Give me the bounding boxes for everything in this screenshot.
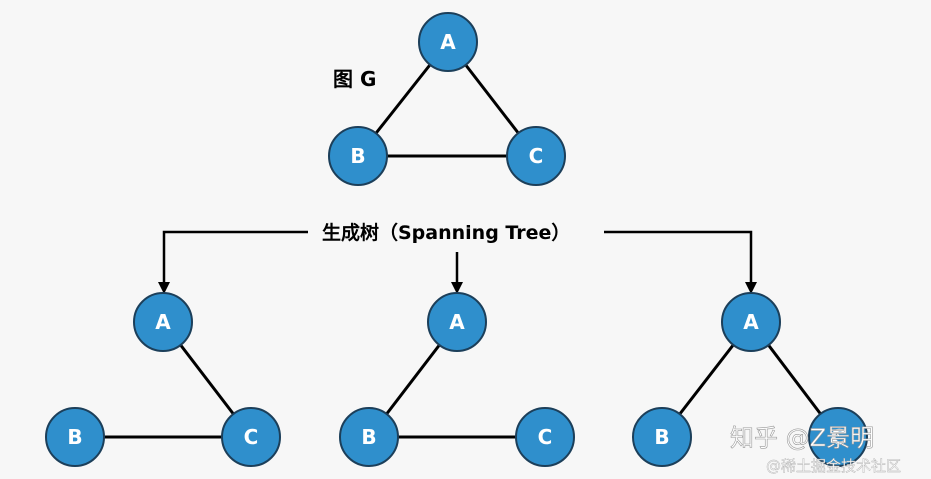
spanning-tree-1: A B C	[45, 292, 281, 467]
watermark-zhihu: 知乎 @Z景明	[730, 424, 874, 452]
tree2-node-a: A	[427, 292, 487, 352]
tree3-node-a: A	[721, 292, 781, 352]
svg-text:B: B	[361, 425, 376, 449]
svg-text:A: A	[155, 310, 171, 334]
tree1-node-a: A	[133, 292, 193, 352]
graph-g-title: 图 G	[333, 67, 376, 91]
tree2-node-b: B	[339, 407, 399, 467]
svg-text:A: A	[449, 310, 465, 334]
svg-text:A: A	[743, 310, 759, 334]
watermark-juejin: @稀土掘金技术社区	[766, 457, 901, 475]
spanning-tree-3: A B C	[632, 292, 868, 467]
svg-text:C: C	[244, 425, 259, 449]
arrowhead-right	[745, 282, 757, 294]
svg-text:C: C	[831, 425, 846, 449]
tree1-node-c: C	[221, 407, 281, 467]
tree2-node-c: C	[515, 407, 575, 467]
arrow-left	[162, 230, 308, 284]
node-c: C	[506, 126, 566, 186]
svg-text:C: C	[538, 425, 553, 449]
spanning-tree-2: A B C	[339, 292, 575, 467]
svg-text:A: A	[440, 30, 456, 54]
spanning-tree-caption: 生成树（Spanning Tree）	[322, 221, 570, 244]
node-b: B	[328, 126, 388, 186]
tree1-node-b: B	[45, 407, 105, 467]
svg-text:B: B	[654, 425, 669, 449]
svg-text:C: C	[529, 144, 544, 168]
tree3-node-b: B	[632, 407, 692, 467]
arrow-right	[604, 230, 753, 284]
graph-g: A B C 图 G	[328, 12, 566, 186]
svg-text:B: B	[350, 144, 365, 168]
svg-text:B: B	[67, 425, 82, 449]
caption-arrows	[158, 230, 757, 294]
arrowhead-left	[158, 282, 170, 294]
tree3-node-c: C	[808, 407, 868, 467]
node-a: A	[418, 12, 478, 72]
arrowhead-middle	[451, 282, 463, 294]
